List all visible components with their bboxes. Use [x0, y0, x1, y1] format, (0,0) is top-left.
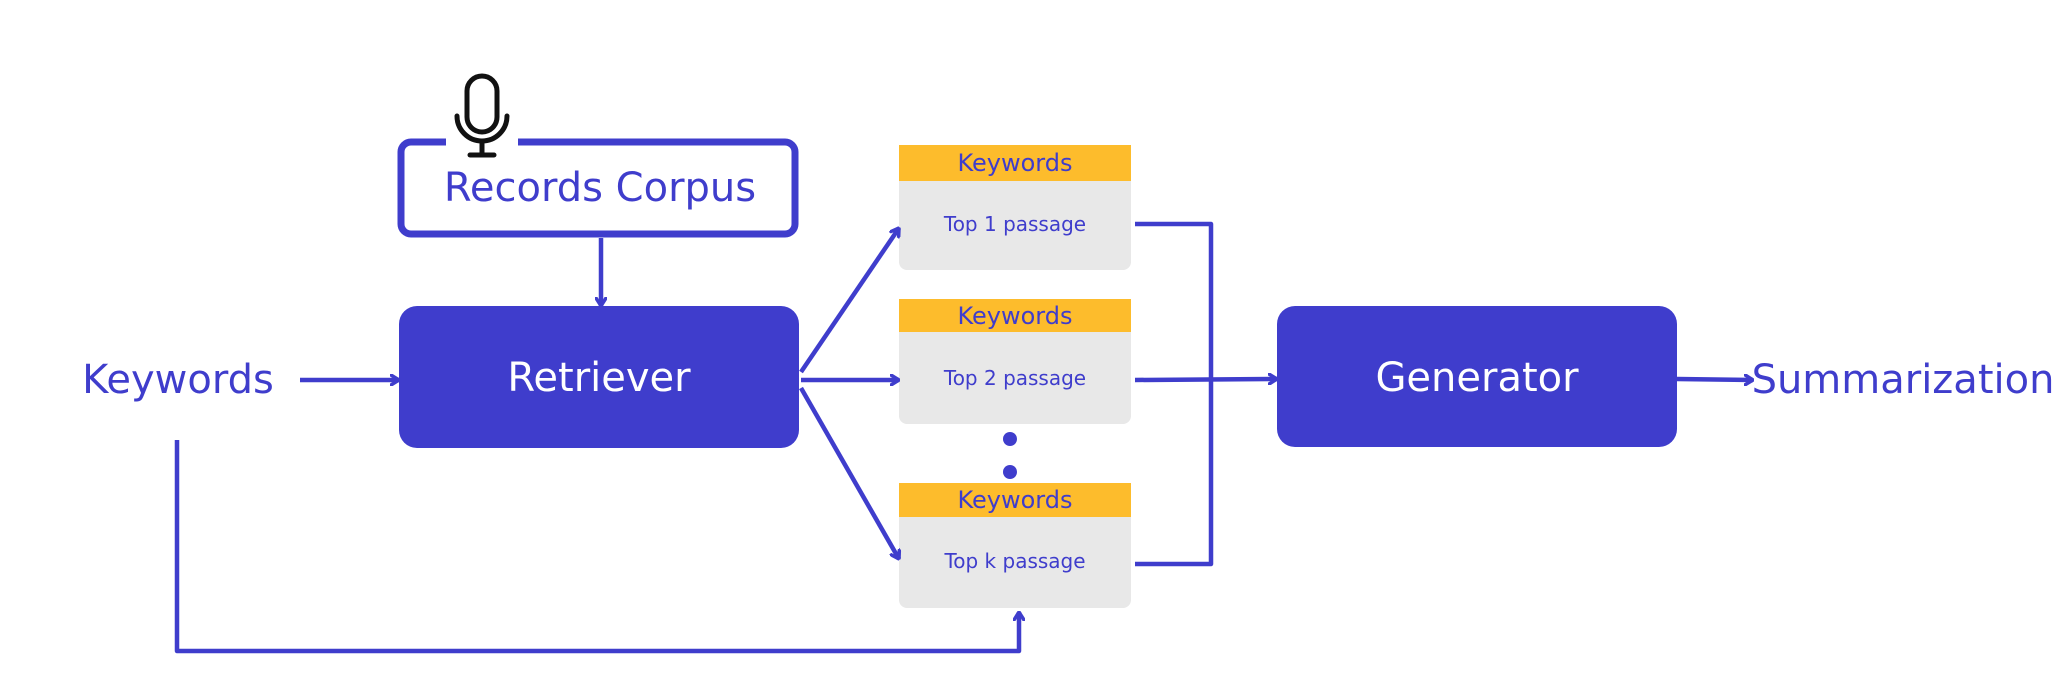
output-summarization-label: Summarization: [1751, 357, 2054, 403]
ellipsis-dot: [1003, 432, 1017, 446]
passage-2-label: Top 2 passage: [943, 366, 1087, 390]
passage-k-label: Top k passage: [944, 549, 1086, 573]
passage-2-header: [899, 299, 1131, 332]
connector-passage-1: [1135, 221, 1214, 567]
passage-1-header-label: Keywords: [957, 149, 1073, 177]
arrow-retriever-to-passage-1: [799, 228, 901, 374]
passage-1-label: Top 1 passage: [943, 212, 1087, 236]
arrow-passages-to-generator: [1134, 379, 1277, 380]
passage-k-header-label: Keywords: [957, 486, 1073, 514]
ellipsis-dot: [1003, 465, 1017, 479]
passage-1-header: [899, 145, 1131, 181]
generator-label: Generator: [1375, 355, 1579, 401]
passage-k-header: [899, 483, 1131, 517]
records-corpus-box: [397, 138, 799, 238]
records-corpus-label: Records Corpus: [443, 165, 757, 211]
microphone-icon: [454, 73, 510, 158]
retriever-label: Retriever: [507, 355, 691, 401]
arrow-keywords-to-passage-k: [174, 440, 1019, 654]
retriever-box: [399, 306, 799, 448]
input-keywords-label: Keywords: [82, 357, 274, 403]
passage-2-header-label: Keywords: [957, 301, 1073, 330]
generator-box: [1277, 306, 1677, 447]
arrow-generator-to-summarization: [1676, 379, 1753, 380]
arrow-retriever-to-passage-k: [799, 386, 899, 559]
